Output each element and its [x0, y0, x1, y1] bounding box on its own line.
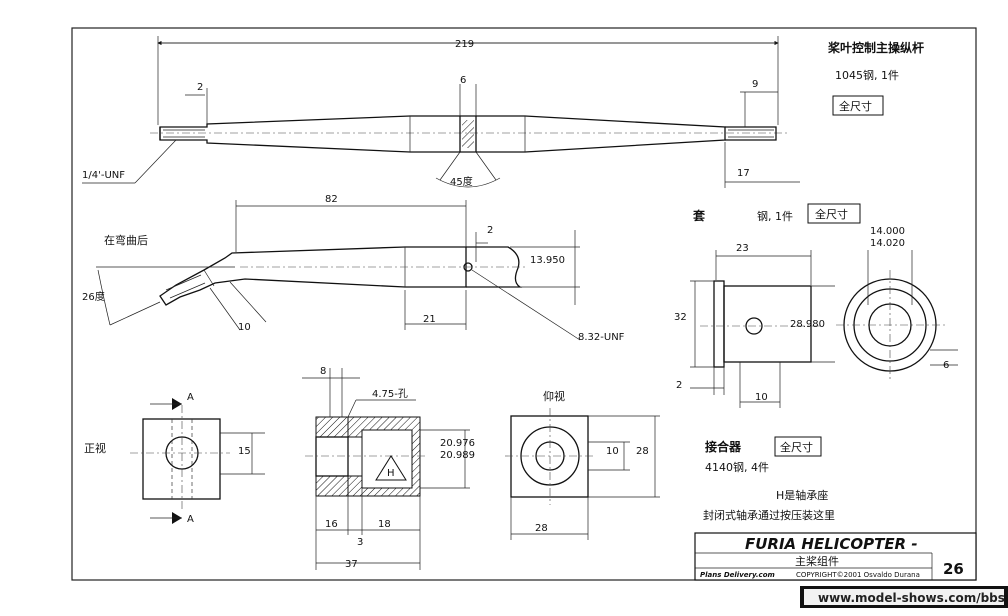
part1-scale-label: 全尺寸 [839, 99, 872, 113]
sleeve-dim-flange: 2 [676, 380, 682, 391]
watermark: www.model-shows.com/bbs [800, 586, 1008, 608]
bearing-mark: H [387, 468, 395, 479]
bent-dim-hub: 21 [423, 314, 436, 325]
title-block-name: FURIA HELICOPTER - [745, 535, 918, 553]
section-dim-total: 37 [345, 559, 358, 570]
bent-dim-diameter: 13.950 [530, 255, 565, 266]
connector-material: 4140钢, 4件 [705, 461, 769, 474]
dim-overall: 219 [455, 39, 474, 50]
title-block-subtitle: 主桨组件 [795, 554, 839, 568]
bottom-dim-height: 28 [636, 446, 649, 457]
bent-rod-view: 在弯曲后 82 26度 10 21 2 13.950 [82, 194, 625, 343]
section-mark-top: A [187, 392, 194, 403]
connector-notes: 接合器 全尺寸 4140钢, 4件 H是轴承座 封闭式轴承通过按压装这里 [703, 436, 835, 522]
connector-note-1: H是轴承座 [776, 488, 828, 502]
sleeve-dim-od-top: 14.000 [870, 226, 905, 237]
bottom-dim-inner: 10 [606, 446, 619, 457]
part1-material: 1045钢, 1件 [835, 69, 899, 82]
connector-title: 接合器 [705, 439, 742, 454]
bent-dim-length: 82 [325, 194, 338, 205]
front-dim-height: 15 [238, 446, 251, 457]
bottom-dim-width: 28 [535, 523, 548, 534]
sleeve-dim-bore: 28.980 [790, 319, 825, 330]
drawing-border [71, 27, 977, 581]
bottom-view-label: 仰视 [543, 389, 565, 403]
bent-label: 在弯曲后 [104, 233, 148, 247]
sleeve-dim-wall: 6 [943, 360, 949, 371]
title-block-copyright: COPYRIGHT©2001 Osvaldo Durana [796, 571, 920, 579]
hole-label: 4.75-孔 [372, 388, 408, 400]
sleeve-scale-box [807, 203, 861, 224]
sleeve-dim-step: 10 [755, 392, 768, 403]
title-block-site: Plans Delivery.com [700, 571, 775, 579]
bent-dim-tip: 10 [238, 322, 251, 333]
page-number: 26 [943, 560, 964, 578]
dim-right-length: 17 [737, 168, 750, 179]
connector-section-view: H 8 4.75-孔 20.976 20.989 16 3 18 37 [302, 366, 475, 570]
connector-scale-box [774, 436, 822, 457]
sleeve-dim-height: 32 [674, 312, 687, 323]
dim-center-groove: 6 [460, 75, 466, 86]
part1-title: 桨叶控制主操纵杆 [827, 40, 924, 55]
section-mark-bottom: A [187, 514, 194, 525]
watermark-text: www.model-shows.com/bbs [818, 591, 1005, 605]
section-dim-mid: 3 [357, 537, 363, 548]
sleeve-dim-od-bottom: 14.020 [870, 238, 905, 249]
section-dim-bore-bottom: 20.989 [440, 450, 475, 461]
section-dim-top: 8 [320, 366, 326, 377]
connector-bottom-view: 仰视 10 28 28 [505, 389, 660, 540]
connector-front-view: 正视 A A 15 [84, 392, 265, 525]
title-block: FURIA HELICOPTER - 主桨组件 Plans Delivery.c… [694, 532, 977, 581]
section-dim-left: 16 [325, 519, 338, 530]
thread-label: 1/4'-UNF [82, 170, 125, 181]
section-dim-right: 18 [378, 519, 391, 530]
sleeve-material: 钢, 1件 [757, 210, 793, 223]
connector-scale-label: 全尺寸 [780, 440, 813, 454]
dim-right-thread: 9 [752, 79, 758, 90]
part1-scale-box [832, 95, 884, 116]
dim-angle-45: 45度 [450, 175, 473, 188]
bent-dim-angle: 26度 [82, 290, 105, 303]
connector-note-2: 封闭式轴承通过按压装这里 [703, 508, 835, 522]
sleeve-scale-label: 全尺寸 [815, 207, 848, 221]
sleeve-view: 套 钢, 1件 全尺寸 23 32 28.980 2 10 [674, 203, 958, 408]
dim-left-shoulder: 2 [197, 82, 203, 93]
sleeve-title: 套 [692, 208, 706, 223]
bent-dim-offset: 2 [487, 225, 493, 236]
bent-thread-label: 8.32-UNF [578, 332, 625, 343]
control-rod-view: 219 2 6 9 17 45度 1/4'-UNF 桨叶控制主操纵杆 1045钢… [82, 36, 924, 188]
section-dim-bore-top: 20.976 [440, 438, 475, 449]
front-view-label: 正视 [84, 441, 106, 455]
sleeve-dim-width: 23 [736, 243, 749, 254]
